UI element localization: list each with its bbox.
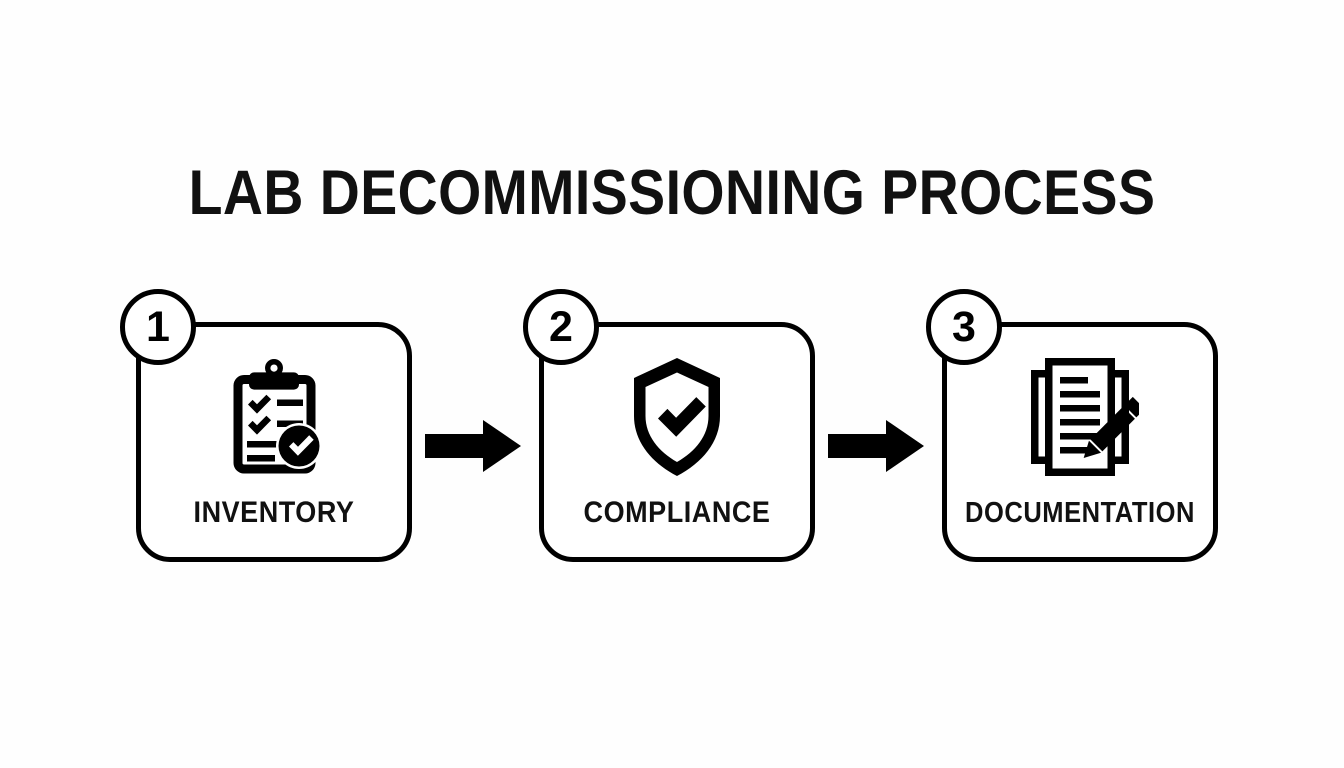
arrow-right-icon-2 xyxy=(828,418,924,474)
step-card-compliance[interactable]: 2 COMPLIANCE xyxy=(523,289,815,562)
page-title: LAB DECOMMISSIONING PROCESS xyxy=(188,158,1156,229)
step-number-badge-1: 1 xyxy=(120,289,196,365)
step-card-inventory[interactable]: 1 xyxy=(120,289,412,562)
step-label-inventory: INVENTORY xyxy=(193,496,355,529)
documents-pencil-icon xyxy=(947,353,1213,481)
arrow-right-icon-1 xyxy=(425,418,521,474)
process-flow: 1 xyxy=(120,289,1218,562)
step-number-badge-3: 3 xyxy=(926,289,1002,365)
step-number-badge-2: 2 xyxy=(523,289,599,365)
shield-check-icon xyxy=(544,353,810,481)
step-label-documentation: DOCUMENTATION xyxy=(965,497,1195,529)
step-card-documentation[interactable]: 3 xyxy=(926,289,1218,562)
step-label-compliance: COMPLIANCE xyxy=(583,496,771,529)
clipboard-checklist-icon xyxy=(141,353,407,481)
